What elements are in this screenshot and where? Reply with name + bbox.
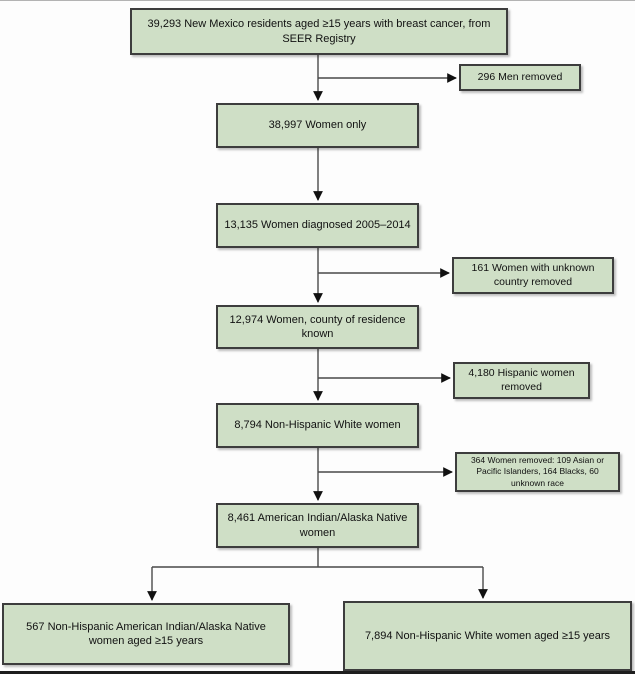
node-seer-cohort: 39,293 New Mexico residents aged ≥15 yea… xyxy=(130,8,508,55)
node-unknown-country-removed: 161 Women with unknown country removed xyxy=(452,257,614,294)
node-non-hispanic-white-women: 8,794 Non-Hispanic White women xyxy=(216,403,419,448)
node-american-indian-alaska-native-women: 8,461 American Indian/Alaska Native wome… xyxy=(216,503,419,548)
node-county-of-residence-known: 12,974 Women, county of residence known xyxy=(216,305,419,349)
figure-bottom-border xyxy=(0,671,635,674)
node-final-aian-women: 567 Non-Hispanic American Indian/Alaska … xyxy=(2,603,290,665)
figure-top-border xyxy=(0,0,635,1)
node-men-removed: 296 Men removed xyxy=(459,64,581,91)
node-hispanic-women-removed: 4,180 Hispanic women removed xyxy=(453,362,590,399)
node-women-only: 38,997 Women only xyxy=(216,103,419,148)
node-other-race-women-removed: 364 Women removed: 109 Asian or Pacific … xyxy=(455,452,620,492)
node-final-nhw-women: 7,894 Non-Hispanic White women aged ≥15 … xyxy=(343,601,632,671)
node-women-diagnosed-2005-2014: 13,135 Women diagnosed 2005–2014 xyxy=(216,203,419,248)
